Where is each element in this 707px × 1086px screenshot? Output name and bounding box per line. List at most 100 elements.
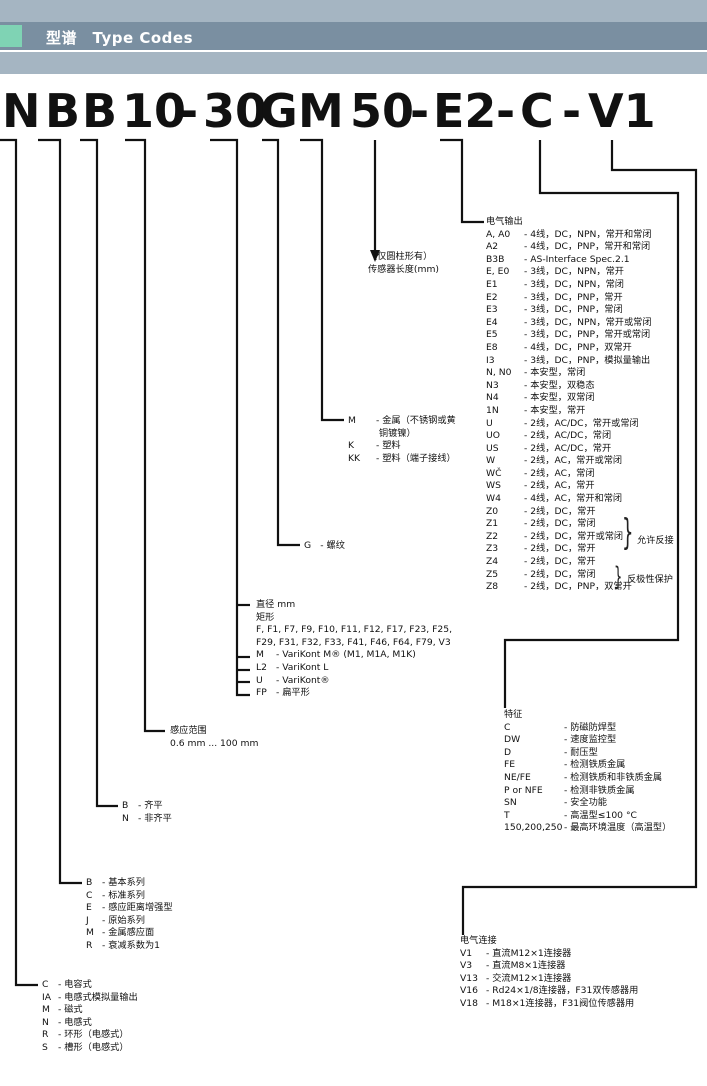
series-row: E- 感应距离增强型 [86, 902, 173, 915]
feature-row: P or NFE- 检测非铁质金属 [504, 785, 671, 798]
mounting-desc: - 齐平 [138, 800, 163, 811]
code-output: E2 [433, 84, 497, 138]
top-band [0, 0, 707, 22]
series-code: M [86, 927, 94, 939]
output-row: 1N- 本安型，常开 [486, 405, 652, 418]
output-desc: - 4线，AC，常开和常闭 [524, 493, 623, 505]
output-desc: - AS-Interface Spec.2.1 [524, 253, 630, 265]
output-desc: - 2线，DC，常开 [524, 505, 596, 517]
output-code: WČ [486, 467, 502, 479]
header-bar [0, 22, 707, 50]
feature-code: NE/FE [504, 771, 531, 783]
code-dash-4: - [562, 84, 582, 138]
output-code: UO [486, 430, 500, 442]
code-length: 50 [350, 84, 415, 138]
material-row: M- 金属（不锈钢或黄 [348, 415, 456, 428]
code-series: B [45, 84, 81, 138]
feature-row: NE/FE- 检测铁质和非铁质金属 [504, 772, 671, 785]
feature-row: T- 高温型≤100 °C [504, 810, 671, 823]
series-row: J- 原始系列 [86, 915, 173, 928]
lower-band [0, 52, 707, 74]
output-row: E, E0- 3线，DC，NPN，常开 [486, 266, 652, 279]
feature-code: C [504, 721, 511, 733]
principle-desc: - 电感式 [58, 1016, 92, 1028]
principle-desc: - 电感式模拟量输出 [58, 991, 138, 1003]
connection-row: V18- M18×1连接器，F31阀位传感器用 [460, 998, 638, 1011]
output-code: WS [486, 480, 501, 492]
leader-mounting [80, 138, 118, 808]
output-desc: - 2线，AC，常开 [524, 480, 595, 492]
output-code: E3 [486, 304, 498, 316]
connection-code: V1 [460, 947, 473, 959]
output-desc: - 3线，DC，NPN，常开 [524, 266, 624, 278]
length-note-line2: 传感器长度(mm) [368, 263, 440, 275]
output-row: E4- 3线，DC，NPN，常开或常闭 [486, 317, 652, 330]
feature-desc: - 最高环境温度（高温型） [564, 822, 672, 834]
output-desc: - 本安型，双常闭 [524, 392, 595, 404]
principle-code: R [42, 1029, 49, 1041]
material-desc: - 金属（不锈钢或黄 [376, 415, 456, 426]
connection-row: V3- 直流M8×1连接器 [460, 960, 638, 973]
brace-reverse-allowed-label: 允许反接 [637, 535, 674, 546]
output-code: Z2 [486, 530, 499, 542]
output-code: N4 [486, 392, 499, 404]
connection-heading: 电气连接 [460, 935, 497, 946]
output-code: E4 [486, 316, 498, 328]
feature-code: 150,200,250 [504, 822, 563, 834]
series-code: E [86, 902, 92, 914]
output-desc: - 2线，AC，常开或常闭 [524, 455, 623, 467]
output-row: A, A0- 4线，DC，NPN，常开和常闭 [486, 229, 652, 242]
output-code: N, N0 [486, 367, 512, 379]
feature-code: DW [504, 734, 521, 746]
material-desc: - 塑料 [376, 440, 401, 452]
principle-code: S [42, 1041, 48, 1053]
output-desc: - 本安型，双稳态 [524, 379, 595, 391]
output-desc: - 2线，DC，常开 [524, 556, 596, 568]
code-connection: V1 [588, 84, 656, 138]
output-desc: - 4线，DC，PNP，常开和常闭 [524, 241, 651, 253]
brace-polarity-label: 反极性保护 [627, 574, 673, 585]
shape-row: U- VariKont® [256, 675, 452, 688]
output-row: E1- 3线，DC，NPN，常闭 [486, 279, 652, 292]
shape-desc: - VariKont® [276, 674, 330, 686]
principle-desc: - 电容式 [58, 979, 92, 990]
connection-desc: - M18×1连接器，F31阀位传感器用 [486, 997, 635, 1009]
principle-row: N- 电感式 [42, 1017, 138, 1030]
output-row: N3- 本安型，双稳态 [486, 380, 652, 393]
material-desc: 铜镀镍） [376, 427, 416, 439]
output-code: E5 [486, 329, 498, 341]
output-row: Z5- 2线，DC，常闭 [486, 569, 652, 582]
output-row: W4- 4线，AC，常开和常闭 [486, 493, 652, 506]
output-row: N, N0 - 本安型，常闭 [486, 367, 652, 380]
leader-feature [503, 140, 680, 708]
code-dash-2: - [410, 84, 430, 138]
feature-row: SN- 安全功能 [504, 797, 671, 810]
brace-reverse-allowed: } [622, 512, 634, 553]
leader-connection [461, 140, 698, 935]
code-mounting: B [82, 84, 118, 138]
mounting-row: B - 齐平 [122, 800, 172, 813]
connection-desc: - Rd24×1/8连接器，F31双传感器用 [486, 985, 639, 997]
page-title: 型谱 Type Codes [46, 29, 194, 47]
connection-code: V16 [460, 985, 478, 997]
output-row: E5- 3线，DC，PNP，常开或常闭 [486, 329, 652, 342]
features-heading: 特征 [504, 709, 523, 720]
connection-desc: - 直流M12×1连接器 [486, 947, 572, 959]
output-desc: - 2线，AC/DC，常开 [524, 442, 612, 454]
shape-code: L2 [256, 661, 267, 673]
mounting-code: B [122, 800, 129, 811]
output-desc: - 本安型，常闭 [524, 367, 586, 379]
leader-output [440, 138, 484, 224]
electrical-output-heading: 电气输出 [486, 216, 523, 227]
length-note-line1: （仅圆柱形有） [368, 251, 433, 262]
output-code: E1 [486, 278, 498, 290]
output-desc: - 2线，DC，常开或常闭 [524, 530, 624, 542]
output-code: Z4 [486, 556, 499, 568]
series-desc: - 原始系列 [102, 914, 145, 926]
output-row: WS - 2线，AC，常开 [486, 480, 652, 493]
output-desc: - 2线，AC，常闭 [524, 467, 595, 479]
